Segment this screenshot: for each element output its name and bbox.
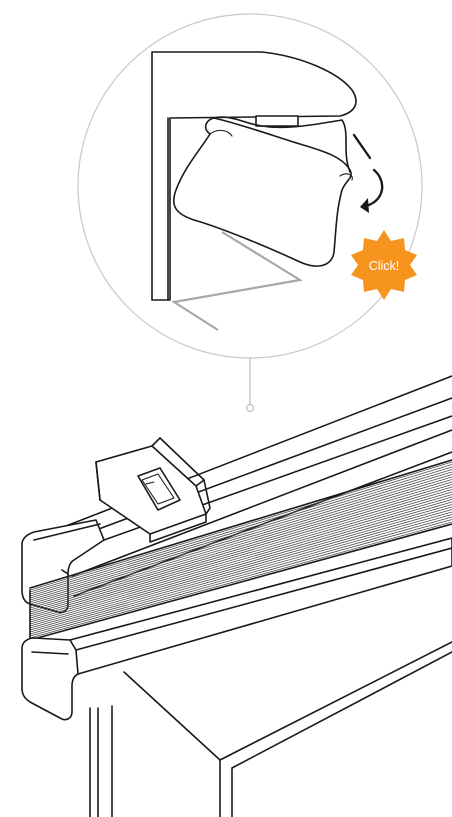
headrail-profile: [151, 51, 357, 301]
pleated-fabric: [29, 461, 452, 641]
pleat-line: [29, 474, 452, 601]
click-badge-label: Click!: [369, 259, 400, 273]
pleat-line: [29, 464, 452, 593]
mounting-guide-lines: [171, 231, 304, 331]
pleat-line: [29, 504, 452, 625]
pleat-line: [29, 466, 452, 595]
pleat-line: [29, 514, 452, 633]
pleat-line: [29, 491, 452, 615]
pleat-line: [29, 519, 452, 637]
blind-product: [21, 375, 452, 817]
callout-anchor-dot: [245, 403, 255, 413]
pleat-line: [29, 481, 452, 607]
window-frame: [89, 641, 452, 817]
pleat-line: [29, 471, 452, 599]
pleat-line: [29, 484, 452, 609]
pleat-line: [29, 494, 452, 617]
click-badge-star: [351, 230, 417, 300]
pleat-line: [29, 496, 452, 619]
pleat-line: [29, 509, 452, 629]
click-badge-icon: Click!: [351, 230, 417, 300]
detail-magnifier: Click!: [77, 13, 423, 359]
rotate-arrow-icon: [352, 133, 384, 213]
pleat-line: [29, 511, 452, 631]
pleat-line: [29, 469, 452, 597]
pleat-line: [29, 516, 452, 635]
pleat-line: [29, 486, 452, 611]
pleat-line: [29, 499, 452, 621]
pleat-line: [29, 476, 452, 603]
pleat-line: [29, 489, 452, 613]
clip-bracket: [172, 116, 353, 267]
pleat-line: [29, 506, 452, 627]
pleat-line: [29, 461, 452, 591]
pleat-line: [29, 521, 452, 639]
pleat-line: [29, 501, 452, 623]
pleat-line: [29, 479, 452, 605]
bottom-rail: [21, 537, 452, 721]
headrail-clip: [95, 437, 211, 543]
